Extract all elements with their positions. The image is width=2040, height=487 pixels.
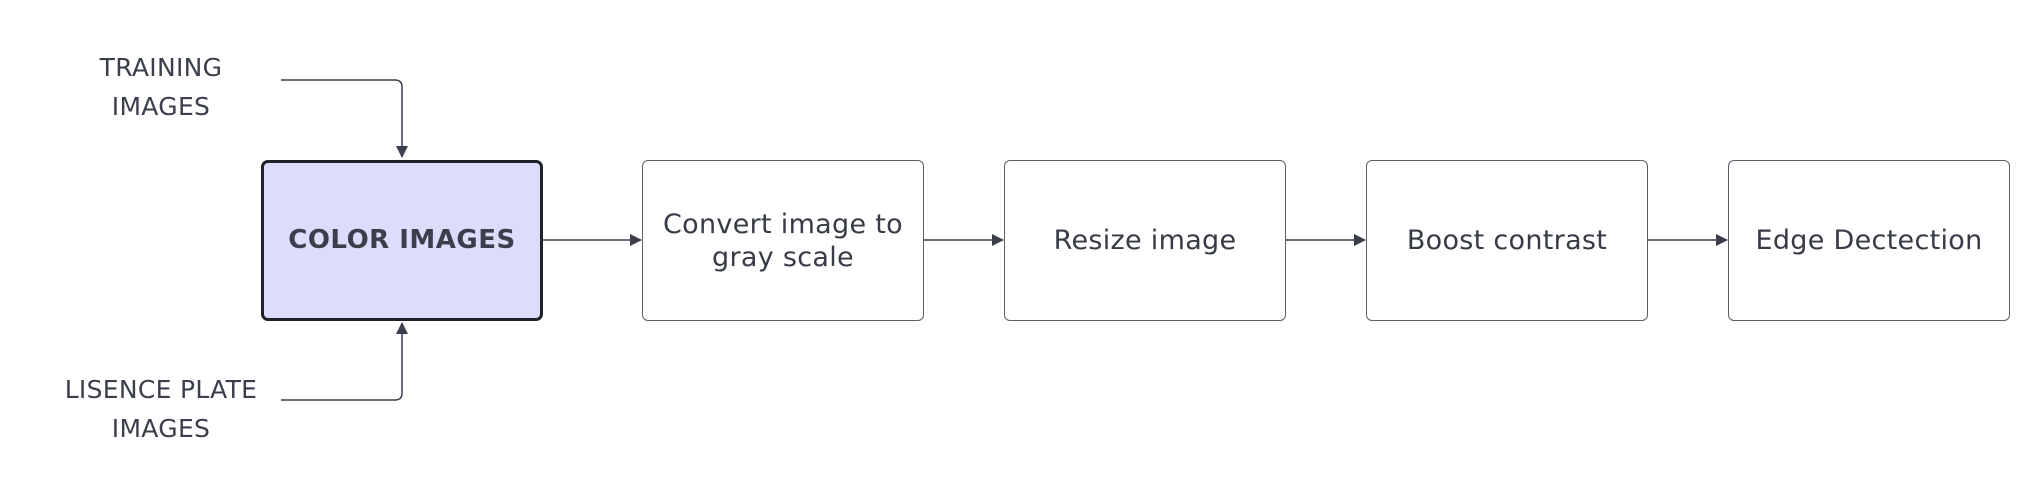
node-label: Convert image to gray scale (663, 208, 903, 273)
node-label: Edge Dectection (1755, 225, 1983, 256)
node-resize-image[interactable]: Resize image (1004, 160, 1286, 321)
connector-plates-to-color (281, 322, 408, 401)
node-label: COLOR IMAGES (288, 225, 516, 255)
node-label: Resize image (1053, 225, 1237, 256)
input-label-training-images: TRAINING IMAGES (99, 53, 223, 121)
node-edge-detection[interactable]: Edge Dectection (1728, 160, 2010, 321)
node-convert-gray-scale[interactable]: Convert image to gray scale (642, 160, 924, 321)
node-color-images[interactable]: COLOR IMAGES (261, 160, 543, 321)
node-boost-contrast[interactable]: Boost contrast (1366, 160, 1648, 321)
connector-training-to-color (281, 79, 408, 158)
input-label-license-plate-images: LISENCE PLATE IMAGES (64, 375, 258, 443)
node-label: Boost contrast (1406, 225, 1608, 256)
